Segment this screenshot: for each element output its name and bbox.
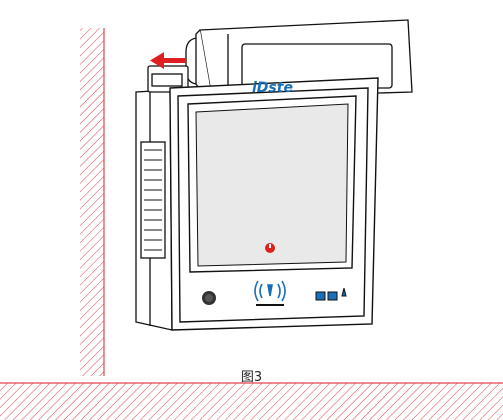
side-panel — [135, 89, 173, 331]
floor — [0, 382, 503, 420]
screen — [187, 95, 357, 273]
power-indicator-icon — [265, 243, 275, 253]
nfc-wave-icon — [254, 280, 286, 302]
wall — [80, 28, 105, 376]
status-leds-icon — [315, 287, 347, 301]
nfc-underline — [256, 304, 284, 306]
latch — [147, 65, 189, 93]
figure-caption: 图3 — [240, 370, 263, 385]
arrow-left-icon — [150, 52, 186, 69]
brand-logo: iDste — [252, 80, 293, 96]
speaker-icon — [202, 291, 216, 305]
